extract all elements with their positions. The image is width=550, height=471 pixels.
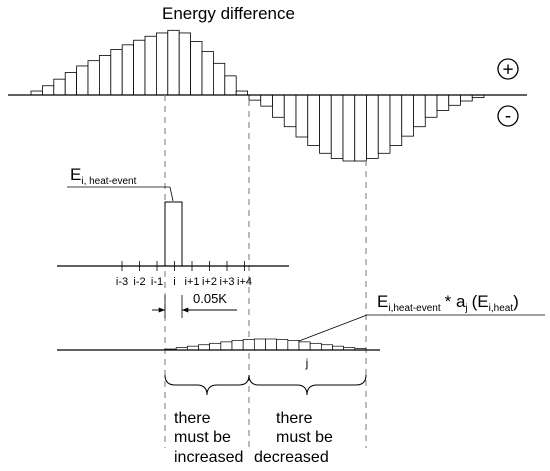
right-brace [248, 374, 367, 396]
region-left-line-3: increased [174, 449, 243, 466]
spread-bar-4 [209, 342, 222, 351]
top-bar-negative-10 [366, 94, 379, 159]
spread-bar-10 [276, 339, 289, 351]
event-bar [164, 201, 183, 267]
top-bar-negative-2 [272, 94, 285, 118]
tick-label-3: i [173, 276, 175, 288]
step-size-label: 0.05K [193, 291, 227, 306]
region-left-line-1: there [174, 410, 211, 427]
region-right-line-2: must be [276, 429, 333, 446]
top-bar-positive-14 [190, 41, 203, 96]
region-right-line-3: decreased [254, 449, 329, 466]
top-bar-negative-5 [307, 94, 320, 146]
spread-bar-13 [309, 342, 322, 351]
top-bar-positive-4 [76, 65, 89, 96]
event-leader-tick [169, 186, 174, 202]
spread-bar-6 [231, 340, 244, 351]
top-bar-positive-3 [64, 72, 77, 96]
top-bar-negative-0 [248, 94, 262, 101]
spread-label: Ei,heat-event* aj(Ei,heat) [377, 292, 519, 314]
minus-icon: - [505, 106, 511, 127]
spread-bar-7 [242, 339, 255, 351]
tick-label-5: i+2 [202, 276, 217, 288]
top-bar-positive-6 [99, 55, 112, 96]
top-bar-negative-17 [448, 94, 461, 106]
tick-label-7: i+4 [237, 276, 252, 288]
spread-bar-12 [298, 341, 311, 351]
top-bar-positive-13 [178, 32, 191, 96]
top-bar-positive-2 [53, 78, 66, 96]
top-bar-positive-11 [155, 32, 169, 96]
spread-bar-9 [265, 338, 278, 351]
region-right-line-1: there [276, 410, 313, 427]
region-right-text: there must be decreased [254, 410, 337, 466]
top-bar-positive-16 [212, 62, 226, 96]
top-bar-negative-11 [377, 94, 391, 154]
spread-bar-5 [220, 341, 233, 351]
top-bar-negative-7 [330, 94, 344, 159]
diagram-title: Energy difference [162, 4, 295, 23]
spread-leader-diagonal [298, 314, 368, 342]
tick-label-1: i-2 [133, 276, 145, 288]
top-bar-negative-14 [413, 94, 426, 128]
top-bar-negative-6 [319, 94, 332, 154]
top-bar-positive-1 [42, 85, 55, 96]
top-bar-negative-8 [342, 94, 356, 162]
tick-label-6: i+3 [220, 276, 235, 288]
plus-sign: + [497, 58, 519, 81]
top-bar-negative-12 [389, 94, 403, 146]
top-bar-positive-9 [133, 39, 146, 96]
top-bar-negative-4 [295, 94, 309, 138]
plus-icon: + [502, 60, 513, 81]
region-left-text: there must be increased [174, 410, 243, 466]
region-left-line-2: must be [174, 429, 231, 446]
minus-sign: - [497, 105, 519, 127]
top-bar-negative-1 [260, 94, 273, 107]
spread-bar-3 [198, 344, 211, 351]
top-bar-positive-10 [144, 35, 157, 96]
top-bar-positive-8 [121, 44, 134, 96]
left-brace [164, 374, 250, 396]
top-bar-positive-12 [167, 29, 180, 96]
spread-histogram [164, 338, 367, 351]
top-bar-negative-13 [401, 94, 414, 137]
top-bar-positive-5 [87, 60, 100, 96]
top-bar-negative-18 [460, 94, 473, 102]
tick-label-4: i+1 [185, 276, 200, 288]
spread-bar-8 [253, 338, 266, 351]
top-bar-negative-16 [436, 94, 450, 111]
event-label: Ei, heat-event [70, 165, 137, 187]
j-label: j [305, 356, 309, 370]
dashed-guides [164, 95, 367, 448]
top-bar-positive-15 [201, 51, 214, 96]
top-histogram [30, 29, 485, 162]
top-bar-negative-9 [354, 94, 367, 162]
top-bar-negative-3 [283, 94, 297, 128]
tick-label-0: i-3 [116, 276, 128, 288]
tick-label-2: i-1 [151, 276, 163, 288]
top-bar-positive-17 [224, 75, 237, 96]
event-axis-ticks [121, 261, 245, 271]
top-bar-positive-7 [110, 49, 123, 96]
top-bar-negative-15 [424, 94, 438, 118]
spread-bar-11 [287, 340, 300, 351]
spread-bar-14 [320, 344, 333, 351]
